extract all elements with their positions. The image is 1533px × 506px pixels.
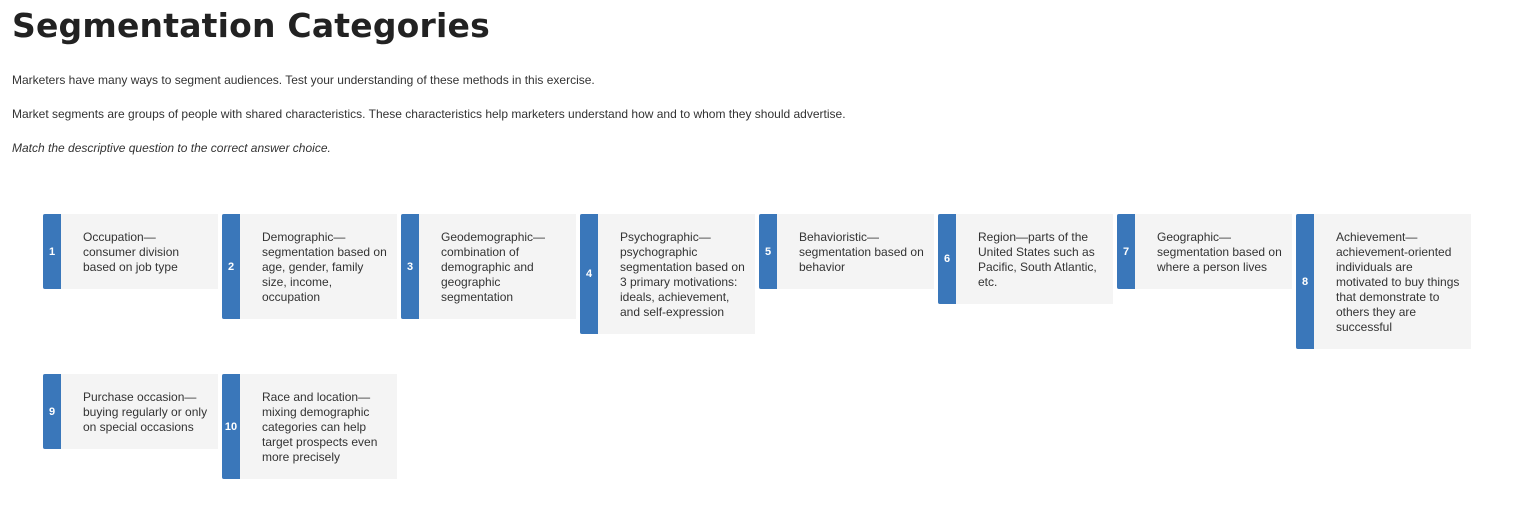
card-number-badge: 1 [43,214,61,289]
intro-text: Marketers have many ways to segment audi… [12,73,595,87]
card-text: Region—parts of the United States such a… [978,230,1097,289]
card-text: Geodemographic—combination of demographi… [441,230,546,304]
card-number-badge: 8 [1296,214,1314,349]
card-number-badge: 5 [759,214,777,289]
card-text: Race and location—mixing demographic cat… [262,390,378,464]
card-number-badge: 10 [222,374,240,479]
answer-card-1[interactable]: 1 Occupation—consumer division based on … [43,214,218,289]
definition-text: Market segments are groups of people wit… [12,107,846,121]
answer-cards-row-1: 1 Occupation—consumer division based on … [43,214,1471,349]
card-number-badge: 2 [222,214,240,319]
card-number-badge: 7 [1117,214,1135,289]
card-text: Purchase occasion—buying regularly or on… [83,390,208,434]
card-text: Occupation—consumer division based on jo… [83,230,180,274]
card-number-badge: 4 [580,214,598,334]
card-text: Achievement—achievement-oriented individ… [1336,230,1460,334]
card-number-badge: 3 [401,214,419,319]
answer-card-5[interactable]: 5 Behavioristic—segmentation based on be… [759,214,934,289]
answer-cards-row-2: 9 Purchase occasion—buying regularly or … [43,374,397,479]
card-text: Geographic—segmentation based on where a… [1157,230,1282,274]
answer-card-2[interactable]: 2 Demographic—segmentation based on age,… [222,214,397,319]
answer-card-3[interactable]: 3 Geodemographic—combination of demograp… [401,214,576,319]
card-number-badge: 6 [938,214,956,304]
instruction-text: Match the descriptive question to the co… [12,141,331,155]
answer-card-8[interactable]: 8 Achievement—achievement-oriented indiv… [1296,214,1471,349]
answer-card-10[interactable]: 10 Race and location—mixing demographic … [222,374,397,479]
answer-card-7[interactable]: 7 Geographic—segmentation based on where… [1117,214,1292,289]
card-text: Demographic—segmentation based on age, g… [262,230,387,304]
card-text: Behavioristic—segmentation based on beha… [799,230,924,274]
card-number-badge: 9 [43,374,61,449]
answer-card-9[interactable]: 9 Purchase occasion—buying regularly or … [43,374,218,449]
answer-card-6[interactable]: 6 Region—parts of the United States such… [938,214,1113,304]
answer-card-4[interactable]: 4 Psychographic—psychographic segmentati… [580,214,755,334]
card-text: Psychographic—psychographic segmentation… [620,230,745,319]
page-title: Segmentation Categories [12,6,490,45]
